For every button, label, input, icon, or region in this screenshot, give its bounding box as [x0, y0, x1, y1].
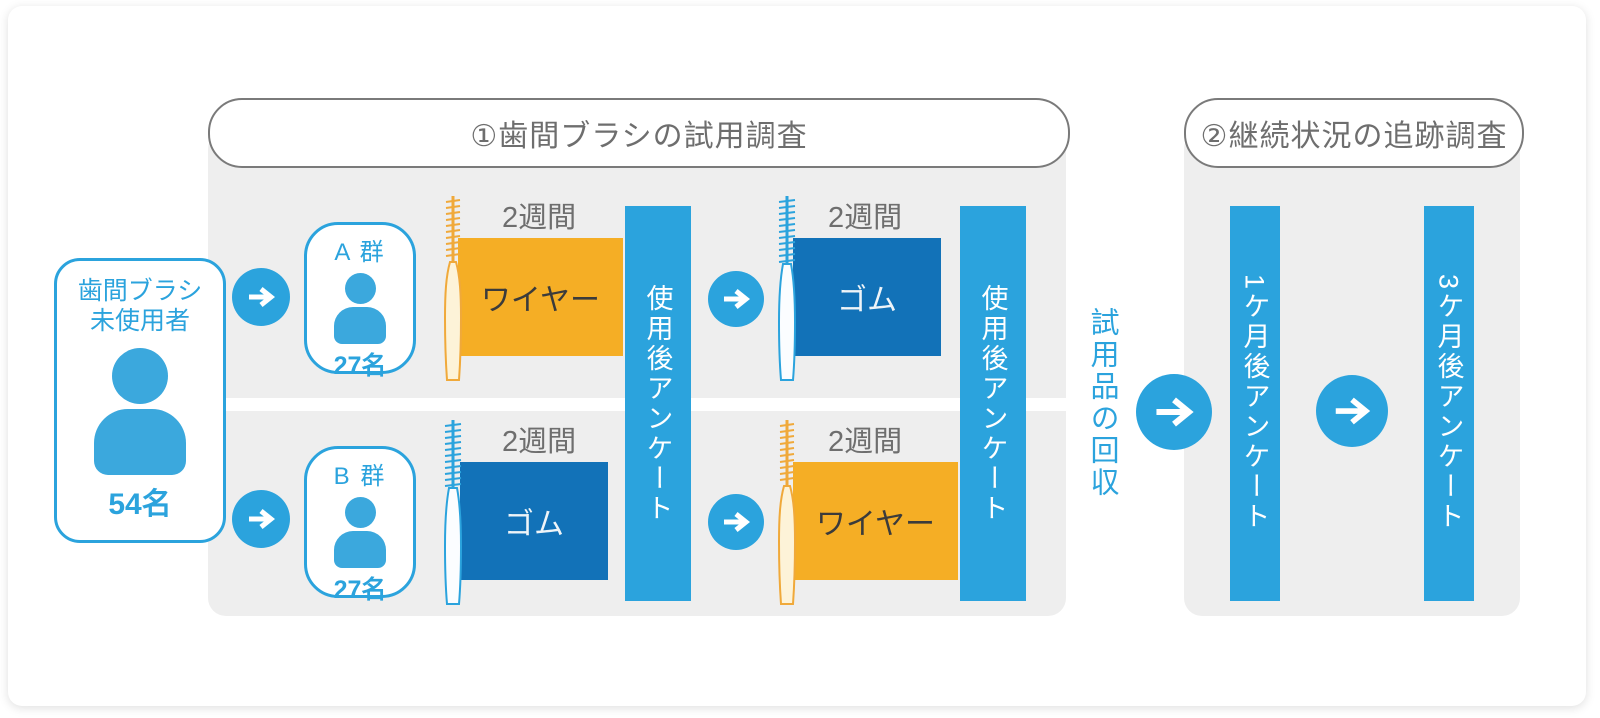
group-card-a: A 群 27名: [304, 222, 416, 380]
diagram-canvas: ①歯間ブラシの試用調査 ②継続状況の追跡調査 歯間ブラシ 未使用者 54名 A …: [8, 6, 1586, 706]
interdental-brush-wire-icon: [777, 420, 797, 605]
arrow-entry-to-group-b: [232, 490, 290, 548]
arrow-right-icon: [249, 287, 276, 307]
person-icon: [334, 273, 386, 344]
arm-a-phase1-duration: 2週間: [502, 202, 577, 234]
interdental-brush-rubber-icon: [443, 420, 463, 605]
person-icon: [94, 348, 186, 475]
arm-b-phase2-material: ワイヤー: [793, 462, 958, 580]
arrow-right-icon: [1335, 397, 1371, 425]
followup-survey-1-month-label: 1ケ月後アンケート: [1239, 274, 1270, 533]
arrow-right-icon: [1156, 397, 1194, 427]
arrow-right-icon: [724, 512, 751, 532]
entry-title-line2: 未使用者: [89, 306, 190, 335]
arrow-right-icon: [724, 289, 751, 309]
interdental-brush-wire-icon: [443, 196, 463, 381]
post-use-survey-bar-2: 使用後アンケート: [960, 206, 1026, 601]
arm-a-phase2-material: ゴム: [793, 238, 941, 356]
arrow-arm-b-phase1-to-phase2: [708, 494, 764, 550]
arm-a-phase1-material: ワイヤー: [458, 238, 623, 356]
group-card-b: B 群 27名: [304, 446, 416, 604]
section-title-followup: ②継続状況の追跡調査: [1184, 98, 1524, 168]
sample-collection-note: 試用品の回収: [1074, 268, 1130, 538]
arrow-arm-a-phase1-to-phase2: [708, 271, 764, 327]
arrow-to-followup-phase: [1136, 374, 1212, 450]
post-use-survey-2-label: 使用後アンケート: [977, 283, 1008, 524]
sample-collection-label: 試用品の回収: [1086, 307, 1118, 499]
followup-survey-bar-1-month: 1ケ月後アンケート: [1230, 206, 1280, 601]
post-use-survey-bar-1: 使用後アンケート: [625, 206, 691, 601]
post-use-survey-1-label: 使用後アンケート: [642, 283, 673, 524]
arm-a-phase2-duration: 2週間: [828, 202, 903, 234]
arrow-followup-1-to-3-month: [1316, 375, 1388, 447]
section-title-trial-label: ①歯間ブラシの試用調査: [470, 120, 808, 153]
arrow-right-icon: [249, 509, 276, 529]
interdental-brush-rubber-icon: [777, 196, 797, 381]
arm-b-phase1-material: ゴム: [460, 462, 608, 580]
entry-cohort-card: 歯間ブラシ 未使用者 54名: [54, 258, 226, 543]
section-title-followup-label: ②継続状況の追跡調査: [1200, 120, 1508, 153]
arm-b-phase2-duration: 2週間: [828, 426, 903, 458]
section-title-trial: ①歯間ブラシの試用調査: [208, 98, 1070, 168]
person-icon: [334, 497, 386, 568]
group-a-name: A 群: [334, 239, 386, 266]
group-b-count: 27名: [333, 576, 387, 604]
group-a-count: 27名: [333, 352, 387, 380]
entry-title-line1: 歯間ブラシ: [77, 277, 203, 305]
arm-b-phase1-duration: 2週間: [502, 426, 577, 458]
followup-survey-3-month-label: 3ケ月後アンケート: [1433, 274, 1464, 533]
arrow-entry-to-group-a: [232, 268, 290, 326]
group-b-name: B 群: [333, 463, 387, 490]
entry-count: 54名: [108, 488, 172, 521]
followup-survey-bar-3-month: 3ケ月後アンケート: [1424, 206, 1474, 601]
